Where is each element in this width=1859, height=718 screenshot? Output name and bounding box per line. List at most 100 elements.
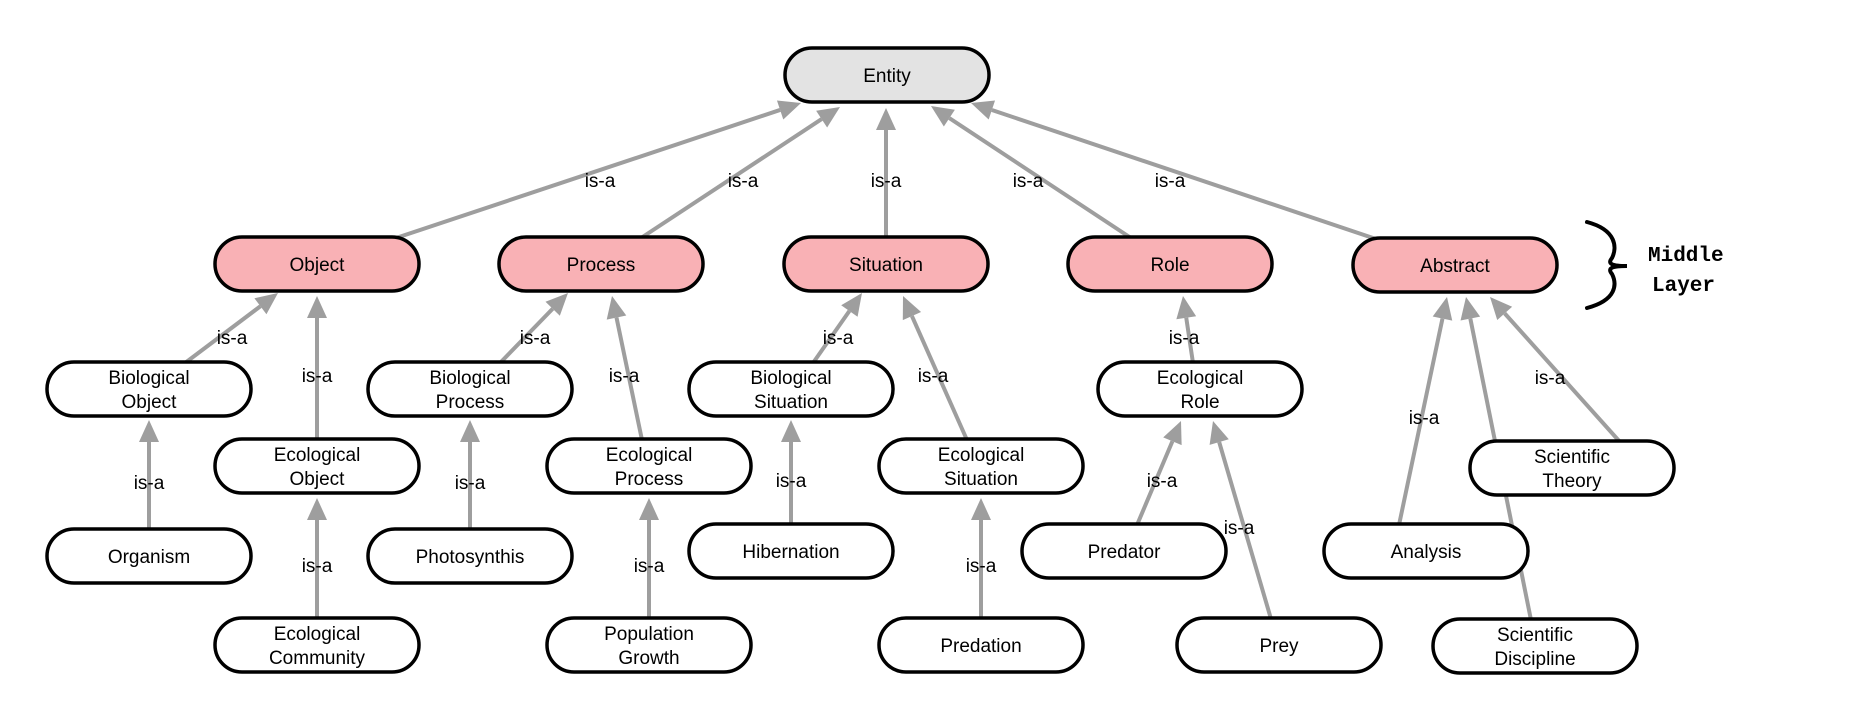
edge-label: is-a bbox=[134, 473, 165, 494]
node-label: Role bbox=[1180, 392, 1219, 413]
edge-line bbox=[991, 108, 1377, 241]
edge-abstract-to-entity: is-a bbox=[971, 100, 1377, 241]
node-shape bbox=[877, 616, 1085, 674]
node-label: Role bbox=[1150, 255, 1189, 276]
arrowhead-icon bbox=[545, 293, 568, 316]
node-shape bbox=[545, 616, 753, 674]
node-label: Ecological bbox=[1157, 368, 1244, 389]
edge-line bbox=[639, 117, 823, 240]
node-organism: Organism bbox=[45, 527, 253, 585]
edge-line bbox=[1184, 317, 1195, 364]
node-shape bbox=[1322, 522, 1530, 580]
node-analysis: Analysis bbox=[1322, 522, 1530, 580]
arrowhead-icon bbox=[902, 296, 922, 321]
edge-line bbox=[1217, 441, 1273, 620]
node-shape bbox=[545, 437, 753, 495]
node-label: Ecological bbox=[274, 624, 361, 645]
node-label: Ecological bbox=[274, 445, 361, 466]
edge-line bbox=[1397, 318, 1445, 526]
edge-line bbox=[614, 317, 644, 441]
node-shape bbox=[1431, 617, 1639, 675]
node-label: Discipline bbox=[1494, 649, 1575, 670]
arrowhead-icon bbox=[841, 293, 862, 317]
edge-pop-growth-to-eco-process: is-a bbox=[634, 498, 665, 619]
edge-label: is-a bbox=[302, 366, 333, 387]
node-label: Process bbox=[436, 392, 505, 413]
node-label: Hibernation bbox=[742, 542, 839, 563]
node-situation: Situation bbox=[782, 235, 990, 293]
arrowhead-icon bbox=[971, 100, 996, 120]
edge-predator-to-eco-role: is-a bbox=[1135, 421, 1182, 526]
arrowhead-icon bbox=[1490, 297, 1513, 321]
node-label: Situation bbox=[754, 392, 828, 413]
arrowhead-icon bbox=[1209, 421, 1229, 445]
arrowhead-icon bbox=[1176, 296, 1197, 320]
edge-line bbox=[498, 307, 555, 365]
node-shape bbox=[1175, 616, 1383, 674]
edge-photosynthis-to-bio-process: is-a bbox=[455, 420, 486, 530]
node-shape bbox=[213, 616, 421, 674]
arrowhead-icon bbox=[971, 498, 991, 520]
edge-label: is-a bbox=[776, 471, 807, 492]
node-label: Community bbox=[269, 648, 366, 669]
edge-role-to-entity: is-a bbox=[931, 106, 1133, 240]
edge-label: is-a bbox=[728, 171, 759, 192]
edge-hibernation-to-bio-situation: is-a bbox=[776, 420, 807, 525]
node-shape bbox=[687, 522, 895, 580]
node-label: Predation bbox=[940, 636, 1021, 657]
arrowhead-icon bbox=[816, 107, 840, 128]
annotation-line-1: Middle bbox=[1648, 245, 1724, 268]
edge-label: is-a bbox=[1147, 471, 1178, 492]
node-label: Object bbox=[290, 255, 346, 276]
node-shape bbox=[366, 527, 574, 585]
node-label: Biological bbox=[750, 368, 831, 389]
edge-eco-role-to-role: is-a bbox=[1169, 296, 1200, 364]
edge-label: is-a bbox=[1409, 408, 1440, 429]
edge-line bbox=[811, 309, 852, 365]
edge-label: is-a bbox=[634, 556, 665, 577]
node-label: Entity bbox=[863, 66, 911, 87]
edge-label: is-a bbox=[609, 366, 640, 387]
arrowhead-icon bbox=[307, 296, 327, 318]
node-process: Process bbox=[497, 235, 705, 293]
edge-label: is-a bbox=[1224, 518, 1255, 539]
node-label: Process bbox=[615, 469, 684, 490]
edge-prey-to-eco-role: is-a bbox=[1209, 421, 1273, 620]
edge-label: is-a bbox=[823, 328, 854, 349]
curly-brace-icon bbox=[1585, 220, 1628, 310]
node-shape bbox=[782, 235, 990, 293]
node-predation: Predation bbox=[877, 616, 1085, 674]
edge-label: is-a bbox=[585, 171, 616, 192]
annotation-line-2: Layer bbox=[1652, 275, 1715, 298]
node-shape bbox=[687, 360, 895, 418]
edge-eco-situation-to-situation: is-a bbox=[902, 296, 969, 441]
arrowhead-icon bbox=[781, 420, 801, 442]
arrowhead-icon bbox=[1163, 421, 1182, 446]
node-shape bbox=[45, 360, 253, 418]
arrowhead-icon bbox=[254, 293, 278, 315]
edge-eco-object-to-object: is-a bbox=[302, 296, 333, 440]
node-shape bbox=[877, 437, 1085, 495]
node-shape bbox=[783, 46, 991, 104]
node-label: Ecological bbox=[938, 445, 1025, 466]
node-label: Population bbox=[604, 624, 694, 645]
node-entity: Entity bbox=[783, 46, 991, 104]
edge-label: is-a bbox=[1535, 368, 1566, 389]
edge-organism-to-bio-object: is-a bbox=[134, 420, 165, 530]
node-label: Growth bbox=[618, 648, 679, 669]
node-label: Abstract bbox=[1420, 256, 1490, 277]
node-label: Biological bbox=[429, 368, 510, 389]
edge-line bbox=[948, 116, 1133, 240]
edge-label: is-a bbox=[520, 328, 551, 349]
node-label: Process bbox=[567, 255, 636, 276]
edge-sci-theory-to-abstract: is-a bbox=[1490, 297, 1622, 444]
edge-bio-object-to-object: is-a bbox=[183, 293, 278, 365]
node-label: Object bbox=[290, 469, 346, 490]
node-label: Photosynthis bbox=[416, 547, 525, 568]
